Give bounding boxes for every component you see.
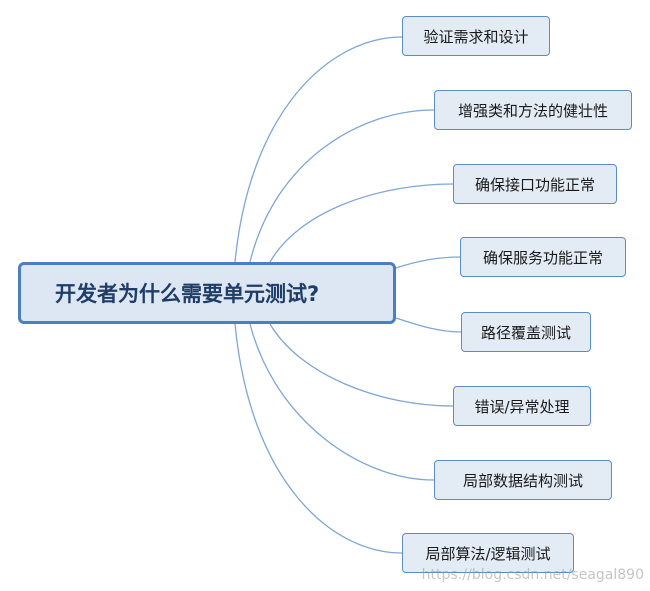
branch-node: 错误/异常处理	[453, 386, 591, 426]
connector-1	[249, 109, 435, 263]
branch-node: 局部数据结构测试	[434, 460, 612, 500]
root-topic-label: 开发者为什么需要单元测试?	[55, 282, 320, 306]
connector-4	[395, 317, 462, 333]
root-topic: 开发者为什么需要单元测试?	[18, 262, 396, 324]
branch-label: 路径覆盖测试	[480, 323, 571, 342]
branch-node: 局部算法/逻辑测试	[402, 533, 574, 573]
connector-2	[269, 183, 454, 263]
connector-7	[234, 323, 403, 554]
branch-node: 验证需求和设计	[402, 16, 550, 56]
branch-label: 局部数据结构测试	[462, 471, 583, 490]
branch-label: 确保服务功能正常	[482, 248, 603, 267]
branch-label: 增强类和方法的健壮性	[457, 101, 608, 120]
connector-6	[249, 323, 435, 481]
connector-3	[395, 256, 461, 269]
branch-label: 局部算法/逻辑测试	[425, 544, 551, 563]
branch-node: 确保服务功能正常	[460, 237, 626, 277]
watermark-text: https://blog.csdn.net/seagal890	[421, 567, 644, 583]
connector-5	[269, 323, 454, 407]
branch-label: 错误/异常处理	[474, 397, 570, 416]
branch-label: 验证需求和设计	[423, 27, 529, 46]
branch-label: 确保接口功能正常	[474, 175, 595, 194]
connector-0	[234, 36, 403, 263]
branch-node: 增强类和方法的健壮性	[434, 90, 632, 130]
branch-node: 确保接口功能正常	[453, 164, 617, 204]
branch-node: 路径覆盖测试	[461, 312, 591, 352]
